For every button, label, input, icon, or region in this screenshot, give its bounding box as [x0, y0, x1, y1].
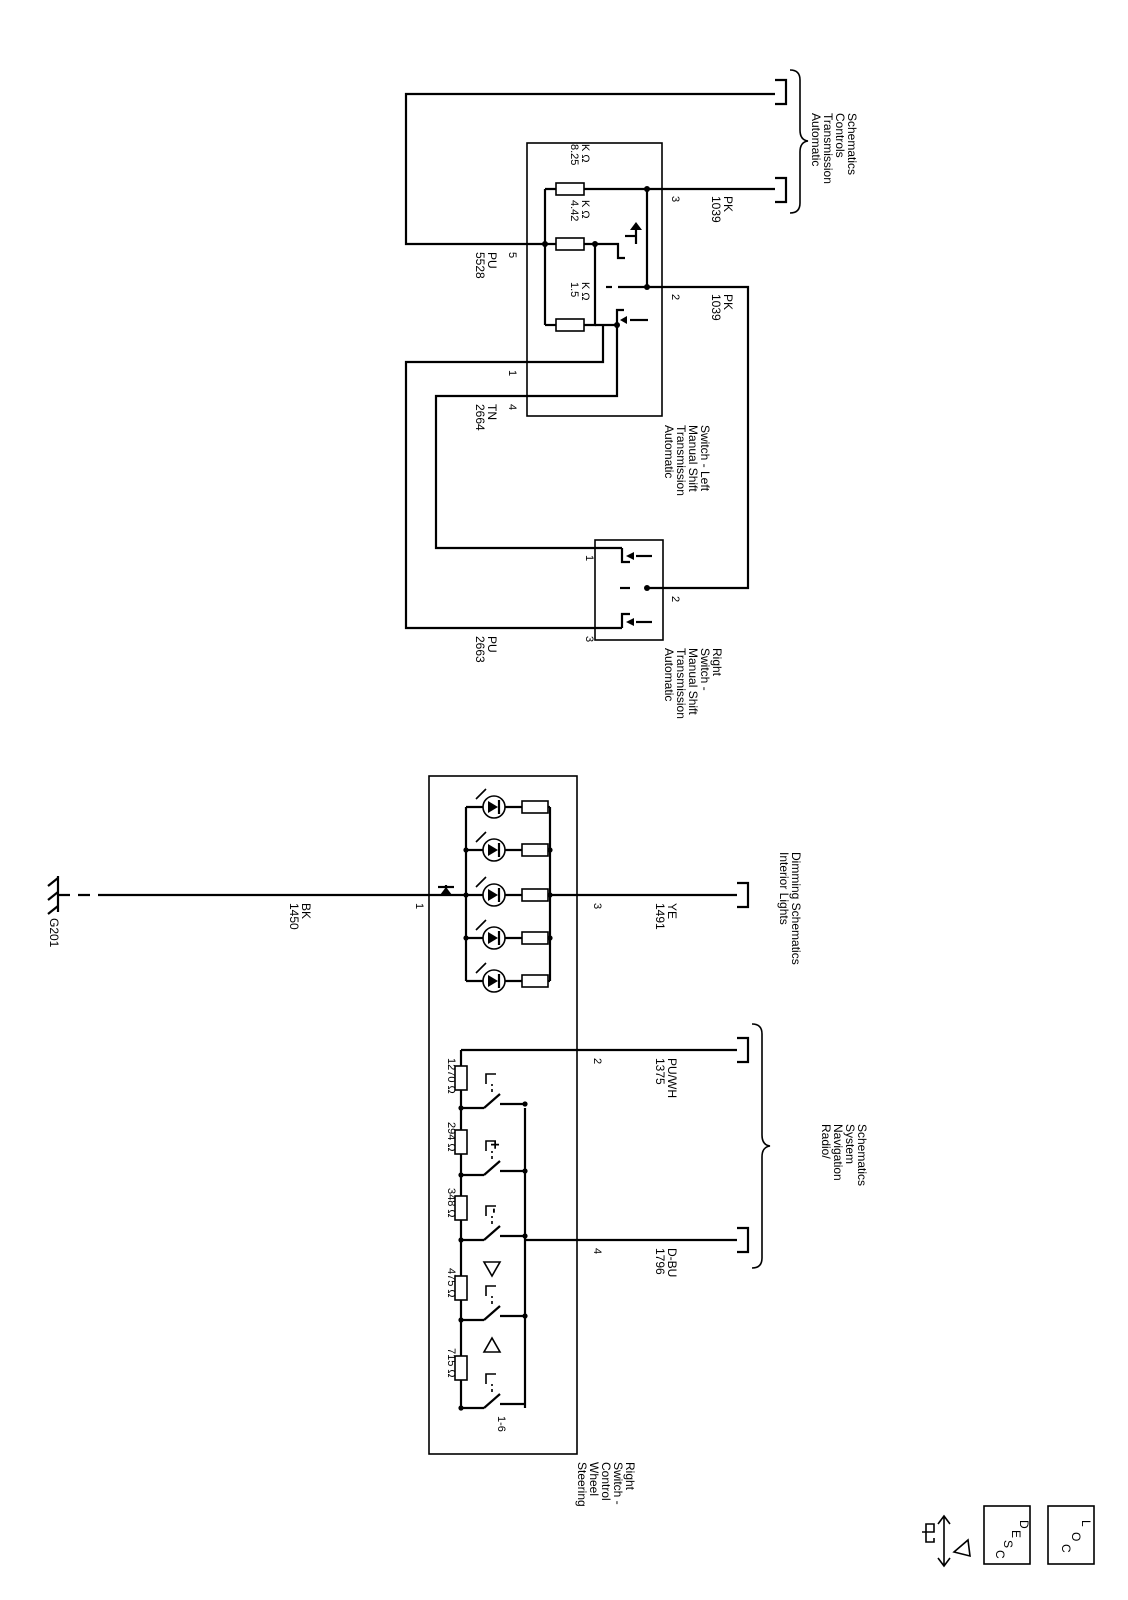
- led-row: [463, 876, 553, 907]
- steering-switch-box: [428, 775, 578, 1455]
- r825-label: 8.25 K Ω: [568, 144, 591, 168]
- led-row: [463, 831, 553, 862]
- left-pin-1: 1: [506, 370, 518, 376]
- svg-text:O: O: [1069, 1532, 1083, 1541]
- led-row: [463, 919, 553, 950]
- steering-switch-label: Steering Wheel Control Switch - Right: [575, 1462, 637, 1510]
- circuit-2663-label: 2663 PU: [473, 636, 499, 666]
- circuit-1450-label: 1450 BK: [287, 903, 313, 933]
- wire-1039-pin2: [647, 285, 750, 590]
- svg-text:E: E: [1009, 1530, 1023, 1538]
- r475-label: 475 Ω: [445, 1268, 457, 1298]
- circuit-1039a-label: 1039 PK: [709, 196, 735, 226]
- r715-label: 715 Ω: [445, 1348, 457, 1378]
- right-switch-label: Automatic Transmission Manual Shift Swit…: [662, 648, 724, 722]
- circuit-5528-label: 5528 PU: [473, 252, 499, 282]
- left-switch-box: [526, 142, 663, 417]
- r1270-label: 1270 Ω: [445, 1058, 457, 1094]
- left-pin-2: 2: [669, 294, 681, 300]
- r442-label: 4.42 K Ω: [568, 200, 591, 224]
- circuit-2664-label: 2664 TN: [473, 404, 499, 434]
- circuit-1491-label: 1491 YE: [653, 903, 679, 933]
- ground-symbol: [47, 876, 60, 915]
- r348-label: 348 Ω: [445, 1188, 457, 1218]
- connector-tool-icon[interactable]: [922, 1514, 971, 1568]
- resistor-348: [454, 1195, 468, 1221]
- r15-label: 1.5 K Ω: [568, 282, 591, 301]
- sw-pin-2: 2: [591, 1058, 603, 1064]
- radio-brace: [751, 1023, 771, 1269]
- switch-branch: [458, 1073, 528, 1111]
- interior-lights-label: Interior Lights Dimming Schematics: [777, 852, 803, 965]
- led-array: [463, 788, 553, 993]
- svg-text:C: C: [993, 1550, 1007, 1559]
- r294-label: 294 Ω: [445, 1122, 457, 1152]
- right-pin-2: 2: [669, 596, 681, 602]
- sw-pin-3: 3: [591, 903, 603, 909]
- led-row: [466, 788, 550, 819]
- desc-button[interactable]: D E S C: [983, 1505, 1031, 1565]
- svg-text:D: D: [1017, 1520, 1031, 1529]
- atc-connector-bottom: [775, 176, 788, 204]
- resistor-475: [454, 1275, 468, 1301]
- right-pin-3: 3: [583, 636, 595, 642]
- svg-text:C: C: [1059, 1544, 1073, 1553]
- sw-pin-4: 4: [591, 1248, 603, 1254]
- led-row: [466, 962, 550, 993]
- resistor-1270: [454, 1065, 468, 1091]
- wire-2664: [434, 325, 622, 550]
- left-switch-label: Automatic Transmission Manual Shift Swit…: [662, 425, 712, 499]
- resistor-4.42k: [555, 237, 585, 251]
- radio-nav-label: Radio/ Navigation System Schematics: [819, 1124, 869, 1186]
- resistor-8.25k: [555, 182, 585, 196]
- wire-2663: [404, 325, 622, 630]
- seek-down-symbol: [482, 1336, 502, 1353]
- wire-5528: [404, 92, 775, 246]
- interior-lights-connector: [737, 881, 750, 909]
- resistor-294: [454, 1129, 468, 1155]
- resistor-1.5k: [555, 318, 585, 332]
- plus-symbol: +: [486, 1140, 503, 1149]
- atc-connector-top: [775, 78, 788, 106]
- switch-branch: [458, 1205, 528, 1243]
- ground-label: G201: [47, 918, 61, 948]
- loc-button[interactable]: L O C: [1047, 1505, 1095, 1565]
- radio-connector-top: [737, 1036, 750, 1064]
- sw-range-label: 1-6: [495, 1416, 507, 1432]
- svg-text:L: L: [1079, 1520, 1093, 1527]
- svg-text:S: S: [1001, 1540, 1015, 1548]
- circuit-1375-label: 1375 PU/WH: [653, 1058, 679, 1098]
- atc-schematics-label: Automatic Transmission Controls Schemati…: [809, 113, 859, 187]
- switch-branches: [458, 1073, 528, 1411]
- right-pin-1: 1: [583, 555, 595, 561]
- sw-pin-1: 1: [413, 903, 425, 909]
- atc-brace: [789, 69, 809, 214]
- switch-branch: [458, 1373, 525, 1411]
- left-pin-3: 3: [669, 196, 681, 202]
- seek-up-symbol: [482, 1261, 502, 1278]
- switch-branch: [458, 1285, 528, 1323]
- resistor-715: [454, 1355, 468, 1381]
- left-pin-5: 5: [506, 252, 518, 258]
- left-pin-4: 4: [506, 404, 518, 410]
- radio-connector-bottom: [737, 1226, 750, 1254]
- minus-symbol: -: [486, 1208, 503, 1213]
- right-switch-box: [594, 539, 664, 641]
- circuit-1796-label: 1796 D-BU: [653, 1248, 679, 1278]
- circuit-1039b-label: 1039 PK: [709, 294, 735, 324]
- switch-branch: [458, 1140, 528, 1178]
